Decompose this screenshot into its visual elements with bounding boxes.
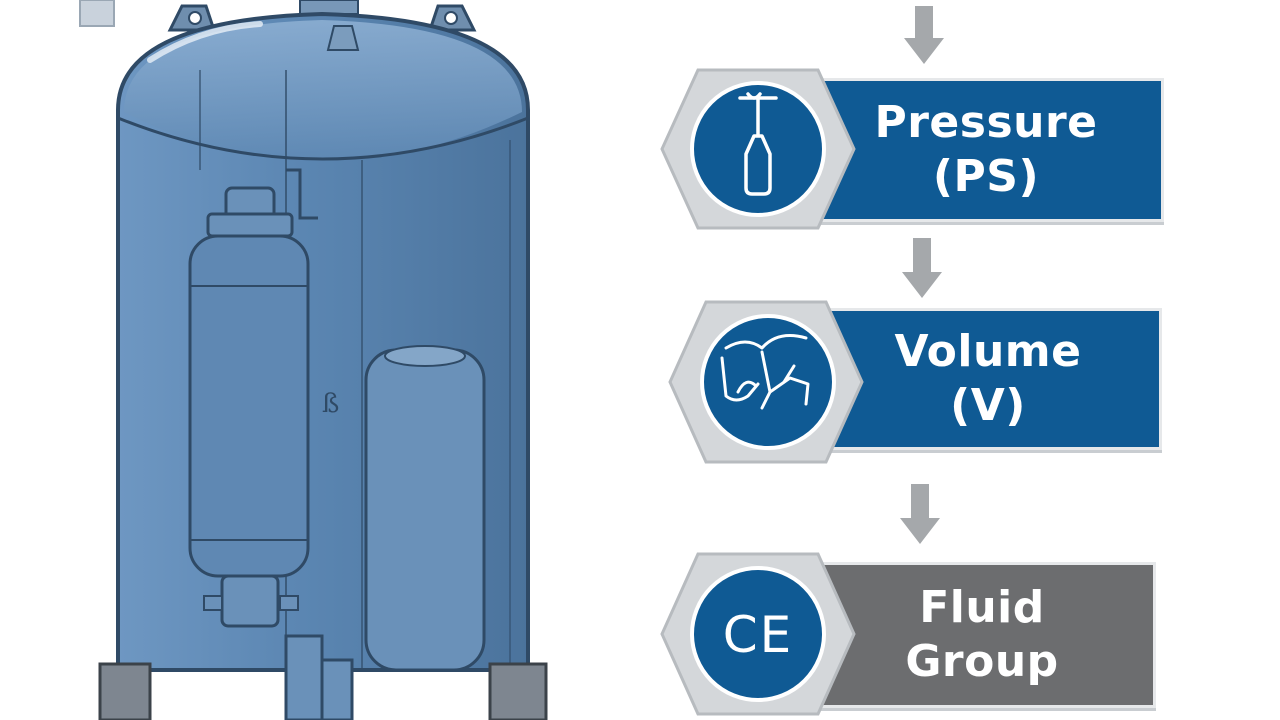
- step-badge: CE: [660, 552, 856, 716]
- step-subtitle: (PS): [932, 151, 1040, 202]
- step-subtitle: Group: [905, 636, 1059, 687]
- pipe-stub: [79, 0, 115, 27]
- step-title: Fluid: [919, 582, 1045, 634]
- down-arrow-icon: [902, 238, 942, 298]
- step-subtitle: (V): [950, 380, 1026, 431]
- dome-lug: [326, 25, 360, 51]
- vessel-dome: [124, 20, 522, 161]
- previous-step-badge: [706, 0, 846, 10]
- bottom-fitting: [284, 634, 324, 720]
- step-title: Volume: [894, 326, 1082, 378]
- pressure-gauge-icon: [738, 92, 778, 196]
- down-arrow-icon: [900, 484, 940, 544]
- step-banner: Volume (V): [814, 308, 1162, 450]
- internal-receiver: [364, 345, 486, 672]
- internal-pipe: [286, 168, 318, 220]
- dome-seam: [117, 116, 529, 161]
- dome-shine: [147, 21, 263, 63]
- down-arrow-icon: [904, 6, 944, 64]
- step-badge: [660, 68, 856, 230]
- step-banner: Fluid Group: [808, 562, 1156, 708]
- internal-accumulator: [188, 186, 310, 628]
- vessel-foot-right: [488, 662, 548, 720]
- step-title: Pressure: [874, 97, 1098, 149]
- step-badge: [668, 300, 864, 464]
- bottom-fitting-2: [320, 658, 354, 720]
- lifting-lug-right: [427, 4, 477, 32]
- vessel-hand-icon: [720, 334, 810, 410]
- step-fluid-group: Fluid Group CE: [658, 548, 1168, 720]
- step-banner: Pressure (PS): [808, 78, 1164, 222]
- vessel-foot-left: [98, 662, 152, 720]
- classification-flow: Pressure (PS) Volume (: [640, 0, 1280, 720]
- step-pressure: Pressure (PS): [658, 64, 1168, 234]
- top-nozzle: [299, 0, 359, 15]
- pressure-vessel-illustration: ß: [79, 0, 548, 720]
- ce-mark-icon: CE: [723, 606, 794, 664]
- internal-mark: ß: [322, 389, 339, 419]
- step-volume: Volume (V): [666, 296, 1166, 468]
